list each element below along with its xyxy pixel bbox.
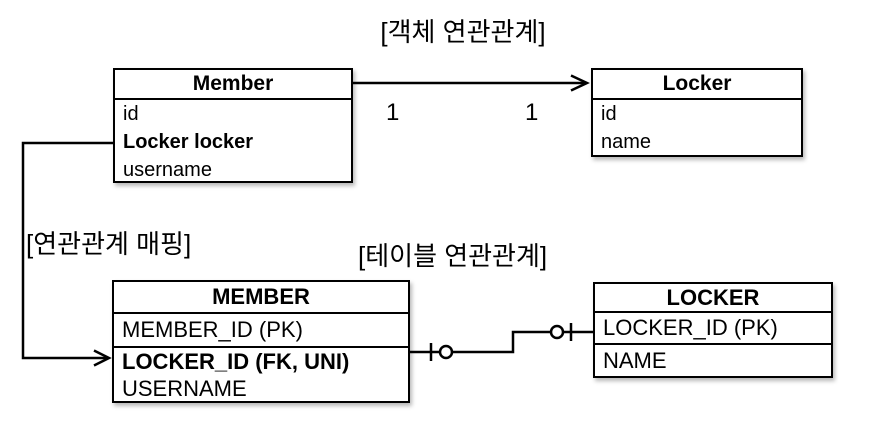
member-table-row-username: USERNAME [122,375,247,401]
member-table-title: MEMBER [114,282,408,314]
locker-table-row-name: NAME [603,347,667,373]
locker-table-title: LOCKER [595,284,831,313]
table-join-line [410,330,593,354]
one-marker-circle-member-icon [438,344,454,360]
member-table-box: MEMBER MEMBER_ID (PK) LOCKER_ID (FK, UNI… [112,280,410,403]
mapping-section-label: [연관관계 매핑] [26,229,192,259]
object-section-title: [객체 연관관계] [380,17,546,47]
locker-class-field-name: name [601,130,652,153]
multiplicity-label-right: 1 [525,99,539,126]
member-class-field-username: username [123,158,212,181]
locker-table-row-locker-id: LOCKER_ID (PK) [595,313,831,345]
table-section-title: [테이블 연관관계] [358,241,548,271]
member-class-field-locker: Locker locker [123,130,254,153]
member-class-title: Member [115,70,351,100]
one-marker-circle-locker-icon [549,324,565,340]
locker-class-title: Locker [593,70,801,100]
member-class-box: Member id Locker locker username [113,68,353,183]
locker-class-field-id: id [601,102,617,125]
member-table-row-member-id: MEMBER_ID (PK) [114,314,408,348]
multiplicity-label-left: 1 [386,99,400,126]
mapping-connector-arrowhead-icon [93,349,112,367]
object-association-arrowhead-icon [570,74,590,92]
member-class-field-id: id [123,102,139,125]
locker-table-box: LOCKER LOCKER_ID (PK) NAME [593,282,833,378]
member-table-row-locker-id: LOCKER_ID (FK, UNI) [122,349,350,374]
locker-class-box: Locker id name [591,68,803,157]
